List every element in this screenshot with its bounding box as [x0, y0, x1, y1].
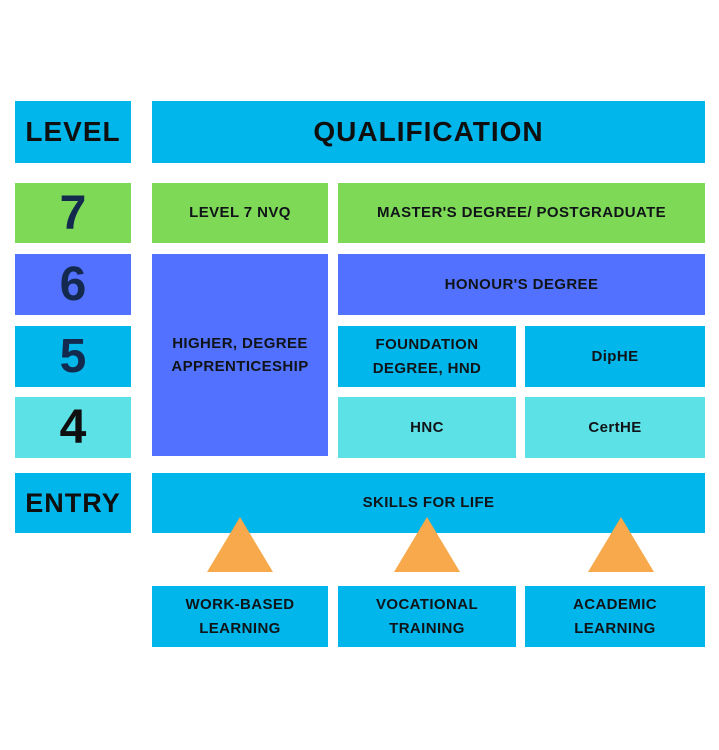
level7-nvq-box: LEVEL 7 NVQ — [152, 183, 328, 243]
triangle-up-icon — [394, 517, 460, 572]
vocational-training-box: VOCATIONAL TRAINING — [338, 586, 516, 647]
level-4-cell: 4 — [15, 397, 131, 458]
work-based-learning-box: WORK-BASED LEARNING — [152, 586, 328, 647]
level-6-cell: 6 — [15, 254, 131, 315]
diphe-box: DipHE — [525, 326, 705, 387]
entry-cell: ENTRY — [15, 473, 131, 533]
level-5-cell: 5 — [15, 326, 131, 387]
higher-degree-apprenticeship-box: HIGHER, DEGREE APPRENTICESHIP — [152, 254, 328, 456]
triangle-up-icon — [588, 517, 654, 572]
header-qualification-cell: QUALIFICATION — [152, 101, 705, 163]
header-level-cell: LEVEL — [15, 101, 131, 163]
academic-learning-box: ACADEMIC LEARNING — [525, 586, 705, 647]
level-7-cell: 7 — [15, 183, 131, 243]
certhe-box: CertHE — [525, 397, 705, 458]
masters-degree-box: MASTER'S DEGREE/ POSTGRADUATE — [338, 183, 705, 243]
honours-degree-box: HONOUR'S DEGREE — [338, 254, 705, 315]
triangle-up-icon — [207, 517, 273, 572]
foundation-degree-hnd-box: FOUNDATION DEGREE, HND — [338, 326, 516, 387]
hnc-box: HNC — [338, 397, 516, 458]
